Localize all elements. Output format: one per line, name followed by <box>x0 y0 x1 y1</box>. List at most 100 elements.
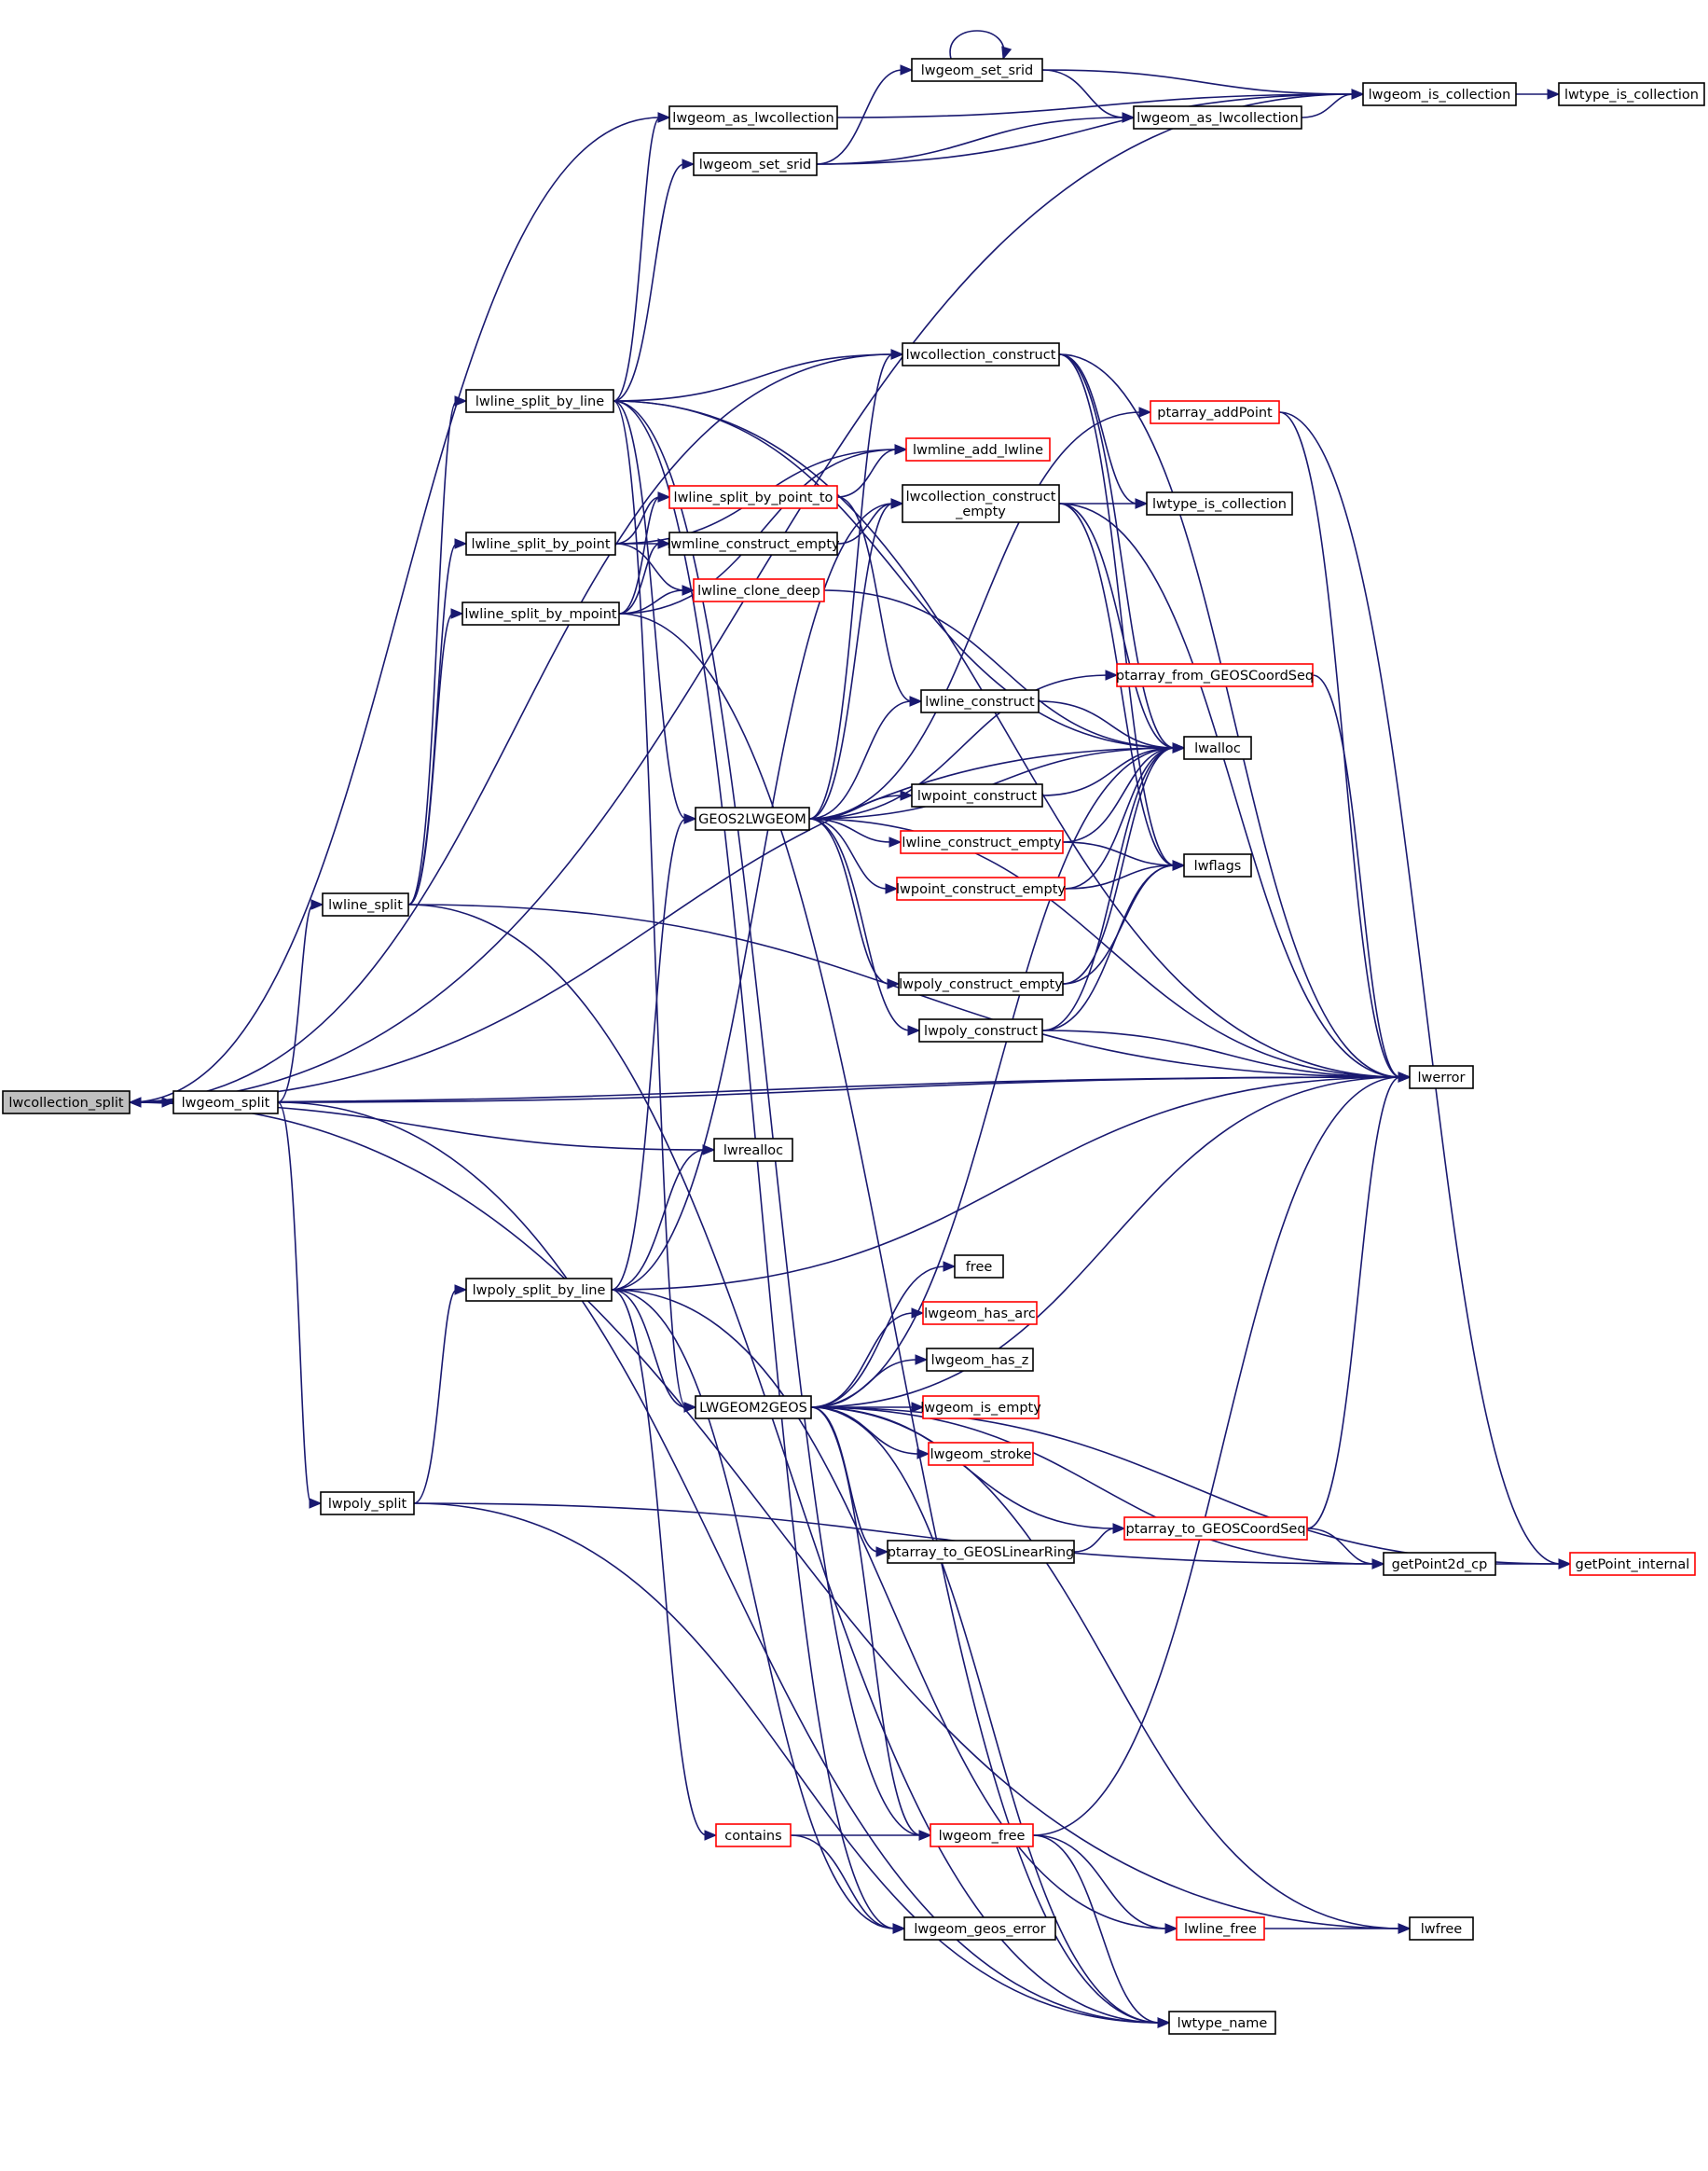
edge-lwcollection_split-to-lwgeom_as_lwcollection_1 <box>129 117 661 1103</box>
edges-layer <box>128 30 1572 2028</box>
node-ptarray_to_GEOSCoordSeq[interactable]: ptarray_to_GEOSCoordSeq <box>1123 1516 1308 1541</box>
node-ptarray_to_GEOSLinearRing[interactable]: ptarray_to_GEOSLinearRing <box>887 1540 1075 1564</box>
arrowhead-GEOS2LWGEOM-to-ptarray_addPoint <box>1138 407 1152 418</box>
node-getPoint_internal[interactable]: getPoint_internal <box>1569 1552 1696 1576</box>
node-lwgeom_geos_error[interactable]: lwgeom_geos_error <box>903 1916 1056 1941</box>
edge-LWGEOM2GEOS-to-lwfree <box>810 1406 1401 1929</box>
node-box <box>1176 1916 1265 1941</box>
node-label: contains <box>724 1829 781 1844</box>
node-lwgeom_free[interactable]: lwgeom_free <box>930 1823 1034 1847</box>
node-box <box>887 1540 1075 1564</box>
edge-ptarray_to_GEOSCoordSeq-to-lwerror <box>1306 1076 1401 1529</box>
edge-lwgeom_set_srid_2-to-lwgeom_as_lwcollection_2 <box>816 117 1125 165</box>
arrowhead-GEOS2LWGEOM-to-lwpoint_construct <box>900 790 914 801</box>
node-lwfree[interactable]: lwfree <box>1409 1916 1474 1941</box>
node-lwflags[interactable]: lwflags <box>1183 853 1252 878</box>
node-lwgeom_as_lwcollection_2[interactable]: lwgeom_as_lwcollection <box>1133 105 1302 130</box>
node-label: lwfree <box>1421 1922 1463 1937</box>
edge-lwline_split_by_line-to-lwgeom_free <box>613 400 922 1836</box>
edge-lwpoly_construct_empty-to-lwalloc <box>1062 747 1176 985</box>
node-lwgeom_set_srid_1[interactable]: lwgeom_set_srid <box>911 58 1043 82</box>
edge-LWGEOM2GEOS-to-free <box>810 1265 946 1408</box>
node-box <box>911 783 1043 808</box>
edge-GEOS2LWGEOM-to-lwpoint_construct_empty <box>808 818 888 890</box>
arrowhead-GEOS2LWGEOM-to-lwpoly_construct_empty <box>887 978 901 989</box>
node-lwmline_add_lwline[interactable]: lwmline_add_lwline <box>905 437 1051 462</box>
node-lwline_split_by_line[interactable]: lwline_split_by_line <box>465 389 614 413</box>
edge-lwgeom_split-to-lwtype_name <box>277 1101 1161 2024</box>
node-lwcollection_construct[interactable]: lwcollection_construct <box>902 342 1060 366</box>
node-lwmline_construct_empty[interactable]: lwmline_construct_empty <box>667 532 840 556</box>
edge-lwcollection_split-to-lwcollection_construct <box>129 353 894 1103</box>
node-lwrealloc[interactable]: lwrealloc <box>713 1138 793 1162</box>
node-lwline_split[interactable]: lwline_split <box>322 892 409 917</box>
node-lwerror[interactable]: lwerror <box>1409 1065 1474 1089</box>
arrowhead-lwline_split_by_mpoint-to-lwline_clone_deep <box>682 585 696 596</box>
node-lwtype_is_collection_2[interactable]: lwtype_is_collection <box>1146 491 1293 516</box>
node-lwpoly_split_by_line[interactable]: lwpoly_split_by_line <box>465 1278 613 1302</box>
edge-lwgeom_set_srid_1-to-lwgeom_set_srid_1 <box>949 30 1005 60</box>
node-lwgeom_as_lwcollection_1[interactable]: lwgeom_as_lwcollection <box>668 105 838 130</box>
node-label: lwcollection_split <box>8 1096 124 1111</box>
node-lwline_split_by_mpoint[interactable]: lwline_split_by_mpoint <box>461 602 620 626</box>
node-label: lwmline_add_lwline <box>913 443 1043 458</box>
arrowhead-contains-to-lwgeom_free <box>918 1830 932 1841</box>
node-label: lwgeom_has_z <box>931 1353 1029 1368</box>
node-lwcollection_split[interactable]: lwcollection_split <box>2 1090 131 1114</box>
edge-lwcollection_construct_empty-to-lwalloc <box>1058 503 1176 749</box>
node-ptarray_addPoint[interactable]: ptarray_addPoint <box>1150 400 1280 424</box>
node-lwalloc[interactable]: lwalloc <box>1183 736 1252 760</box>
node-lwline_construct_empty[interactable]: lwline_construct_empty <box>900 830 1064 854</box>
node-lwtype_name[interactable]: lwtype_name <box>1168 2011 1276 2035</box>
arrowhead-lwline_split-to-lwline_split_by_mpoint <box>450 608 464 619</box>
node-lwgeom_is_empty[interactable]: lwgeom_is_empty <box>920 1395 1041 1419</box>
node-label: lwgeom_set_srid <box>699 158 811 173</box>
edge-lwcollection_construct-to-lwerror <box>1058 353 1401 1078</box>
node-box <box>2 1090 131 1114</box>
node-lwgeom_set_srid_2[interactable]: lwgeom_set_srid <box>693 152 818 176</box>
node-lwgeom_has_z[interactable]: lwgeom_has_z <box>926 1348 1034 1372</box>
arrowhead-contains-to-lwgeom_geos_error <box>892 1923 906 1934</box>
node-lwgeom_split[interactable]: lwgeom_split <box>172 1090 279 1114</box>
node-box <box>1569 1552 1696 1576</box>
node-lwline_free[interactable]: lwline_free <box>1176 1916 1265 1941</box>
node-getPoint2d_cp[interactable]: getPoint2d_cp <box>1383 1552 1496 1576</box>
node-free[interactable]: free <box>954 1254 1004 1279</box>
edge-lwgeom_free-to-lwtype_name <box>1032 1834 1161 2024</box>
node-lwgeom_has_arc[interactable]: lwgeom_has_arc <box>922 1301 1038 1325</box>
node-lwpoint_construct_empty[interactable]: lwpoint_construct_empty <box>896 877 1066 901</box>
node-lwgeom_is_collection[interactable]: lwgeom_is_collection <box>1362 82 1517 106</box>
edge-lwpoly_split_by_line-to-lwcollection_construct_empty <box>611 503 894 1291</box>
node-lwgeom_stroke[interactable]: lwgeom_stroke <box>928 1442 1034 1466</box>
arrowhead-LWGEOM2GEOS-to-ptarray_to_GEOSLinearRing <box>875 1546 889 1557</box>
node-lwpoly_construct[interactable]: lwpoly_construct <box>918 1018 1043 1043</box>
node-box <box>1362 82 1517 106</box>
node-LWGEOM2GEOS[interactable]: LWGEOM2GEOS <box>695 1395 812 1419</box>
node-ptarray_from_GEOSCoordSeq[interactable]: ptarray_from_GEOSCoordSeq <box>1116 663 1314 687</box>
edge-GEOS2LWGEOM-to-lwalloc <box>808 747 1176 820</box>
node-label: lwline_construct_empty <box>902 836 1062 850</box>
node-box <box>465 389 614 413</box>
node-label: lwline_split_by_point <box>471 537 610 552</box>
node-box <box>1133 105 1302 130</box>
node-lwpoly_construct_empty[interactable]: lwpoly_construct_empty <box>898 972 1064 996</box>
node-lwline_construct[interactable]: lwline_construct <box>920 689 1040 713</box>
node-box <box>1409 1065 1474 1089</box>
node-lwpoint_construct[interactable]: lwpoint_construct <box>911 783 1043 808</box>
node-box <box>668 105 838 130</box>
edge-LWGEOM2GEOS-to-ptarray_to_GEOSCoordSeq <box>810 1406 1116 1529</box>
node-lwcollection_construct_empty[interactable]: lwcollection_construct_empty <box>902 484 1060 523</box>
arrowhead-getPoint2d_cp-to-getPoint_internal <box>1558 1558 1572 1569</box>
node-lwline_split_by_point_to[interactable]: lwline_split_by_point_to <box>668 485 838 509</box>
node-label: lwcollection_construct <box>906 490 1056 505</box>
node-lwline_split_by_point[interactable]: lwline_split_by_point <box>465 532 616 556</box>
node-label: lwgeom_set_srid <box>921 63 1033 78</box>
node-lwline_clone_deep[interactable]: lwline_clone_deep <box>693 578 825 602</box>
node-contains[interactable]: contains <box>715 1823 792 1847</box>
node-label: free <box>966 1260 993 1275</box>
node-GEOS2LWGEOM[interactable]: GEOS2LWGEOM <box>695 807 810 831</box>
node-box <box>926 1348 1034 1372</box>
node-lwtype_is_collection_1[interactable]: lwtype_is_collection <box>1558 82 1705 106</box>
node-label: lwline_split_by_mpoint <box>464 607 617 622</box>
node-lwpoly_split[interactable]: lwpoly_split <box>320 1491 415 1515</box>
